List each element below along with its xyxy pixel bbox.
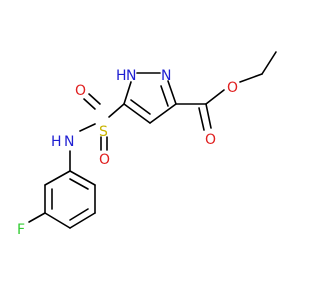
bond-ring-inner-3 bbox=[69, 178, 89, 190]
atom-hn-sulfonamide-h: H bbox=[51, 134, 62, 150]
bond-ring-4 bbox=[69, 212, 96, 229]
bond-ring-6 bbox=[69, 170, 96, 186]
bond-ch2-ch3 bbox=[261, 51, 277, 75]
atom-nh: N bbox=[64, 134, 74, 150]
bond-ccarbonyl-ocarbonyl-double bbox=[198, 107, 205, 131]
atom-o-carbonyl: O bbox=[205, 132, 216, 148]
bond-c4-c5 bbox=[123, 103, 151, 124]
atom-f: F bbox=[17, 222, 25, 238]
bond-ccarbonyl-ocarbonyl bbox=[205, 103, 212, 129]
bond-c4-c5-double bbox=[130, 99, 151, 115]
bond-oester-ch2 bbox=[239, 73, 263, 83]
bond-c3-c4 bbox=[149, 103, 177, 124]
atom-s: S bbox=[99, 124, 108, 140]
atom-n2: N bbox=[161, 68, 171, 84]
atom-o-sulfonyl-lower: O bbox=[99, 152, 110, 168]
atom-o-sulfonyl-upper: O bbox=[75, 83, 86, 99]
chemical-structure: H N N S O O H N O O F bbox=[17, 51, 277, 238]
bond-ring-1 bbox=[44, 170, 71, 186]
bond-ring-inner-2 bbox=[69, 208, 89, 221]
bond-ring-3 bbox=[44, 212, 71, 229]
atom-hn-pyrazole-h: H bbox=[116, 68, 127, 84]
bond-n2-c3-double bbox=[160, 85, 169, 107]
bond-n2-c3 bbox=[167, 80, 177, 105]
bond-s-oupper bbox=[83, 98, 96, 110]
atom-n1: N bbox=[126, 68, 136, 84]
atom-o-ester: O bbox=[227, 80, 238, 96]
bond-cf bbox=[28, 212, 46, 223]
bond-ccarbonyl-oester bbox=[205, 89, 225, 105]
bond-c5-n1 bbox=[123, 81, 132, 105]
bond-s-nh bbox=[79, 123, 96, 132]
bond-c5-s bbox=[108, 103, 125, 118]
bond-s-oupper-double bbox=[88, 93, 101, 105]
